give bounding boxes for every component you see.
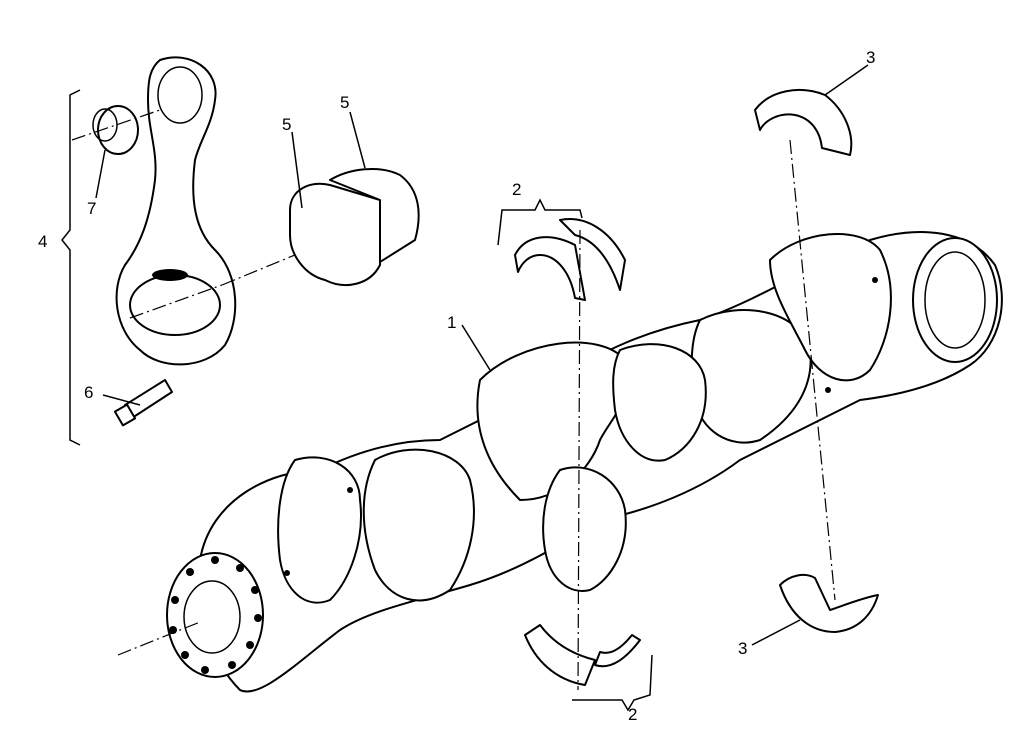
callout-6: 6 (84, 383, 93, 402)
crankshaft-icon (117, 231, 1003, 693)
bushing-icon (71, 105, 161, 155)
connecting-rod-icon (115, 56, 381, 366)
callout-1: 1 (447, 313, 456, 332)
callout-5-right: 5 (340, 93, 349, 112)
callout-2-top: 2 (512, 180, 521, 199)
callout-7: 7 (87, 199, 96, 218)
thrust-washer-icon (514, 218, 641, 691)
callout-2-bottom: 2 (628, 705, 637, 724)
callout-4: 4 (38, 232, 47, 251)
bearing-shell-icon (754, 89, 879, 633)
bearing-shell-icon (289, 168, 420, 286)
callout-3-top: 3 (866, 48, 875, 67)
callout-3-bottom: 3 (738, 639, 747, 658)
bolt-icon (113, 379, 173, 427)
callout-5-left: 5 (282, 115, 291, 134)
